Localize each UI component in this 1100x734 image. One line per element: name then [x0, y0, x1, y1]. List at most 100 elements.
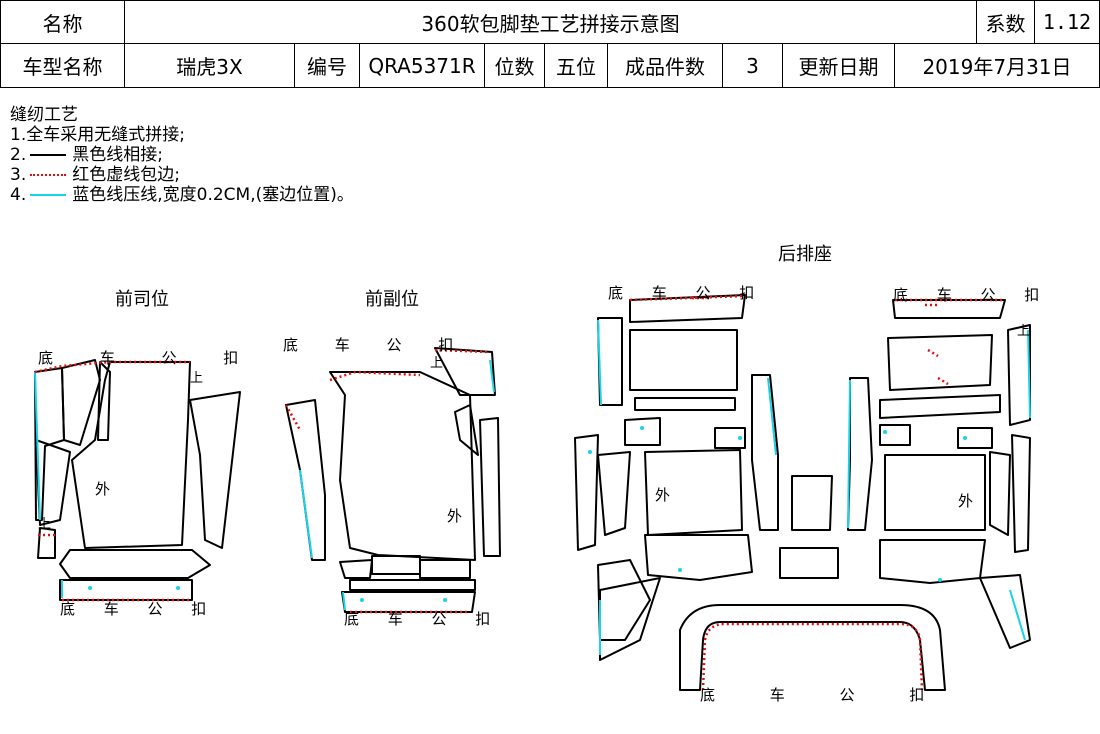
rear-right-wedge	[979, 574, 1031, 649]
header-code-label: 编号	[295, 44, 360, 88]
passenger-lower-1	[339, 559, 373, 579]
driver-title: 前司位	[115, 289, 169, 310]
header-update-label: 更新日期	[783, 44, 895, 88]
rear-blue-4	[767, 377, 777, 456]
passenger-red-top2	[434, 348, 491, 354]
rear-low-center	[779, 547, 839, 579]
header-pieces-label: 成品件数	[608, 44, 723, 88]
passenger-right-strip	[479, 417, 501, 557]
rear-blue-6	[1009, 589, 1026, 641]
rear-blue-2	[1027, 329, 1031, 419]
driver-top-buckle: 底 车 公 扣	[38, 349, 239, 367]
passenger-main-piece	[329, 371, 476, 561]
rear-right-column	[847, 377, 873, 531]
rear-red-top-left	[629, 294, 746, 302]
legend-item-2: 2. 黑色线相接;	[10, 145, 163, 165]
rear-bottom-buckle: 底 车 公 扣	[700, 686, 925, 704]
header-factor-label: 系数	[977, 0, 1035, 44]
driver-side-right	[189, 391, 241, 549]
rear-right-pad1	[879, 424, 911, 446]
rear-center-right	[884, 454, 986, 531]
driver-center-piece	[71, 361, 191, 549]
rear-right-pad2	[957, 427, 993, 449]
legend-title: 缝纫工艺	[10, 105, 78, 125]
header-model-value: 瑞虎3X	[125, 44, 295, 88]
rear-dot-6	[938, 578, 942, 582]
passenger-dot-2	[443, 598, 447, 602]
legend-item-3: 3. 红色虚线包边;	[10, 165, 180, 185]
driver-bottom-mat	[59, 579, 193, 601]
passenger-blue-2	[489, 359, 495, 393]
rear-center-strip	[791, 475, 833, 531]
rear-dot-2	[738, 436, 742, 440]
passenger-top-buckle: 底 车 公 扣	[283, 336, 454, 354]
passenger-dot-1	[360, 598, 364, 602]
header-table: 名称 360软包脚垫工艺拼接示意图 系数 1.12 车型名称 瑞虎3X 编号 Q…	[0, 0, 1100, 88]
passenger-lower-2	[371, 555, 421, 575]
passenger-pieces	[285, 347, 501, 613]
passenger-lower-3	[419, 559, 471, 579]
rear-left-pad1	[624, 417, 661, 446]
passenger-side-right	[434, 347, 496, 396]
rear-red-mark1	[927, 348, 939, 358]
driver-bottom-buckle: 底 车 公 扣	[60, 600, 207, 618]
driver-dot-2	[176, 586, 180, 590]
header-update-value: 2019年7月31日	[895, 44, 1100, 88]
rear-left-outer	[574, 434, 599, 551]
rear-low-right	[879, 539, 986, 584]
driver-bottom-left	[37, 527, 56, 559]
passenger-red-top	[329, 370, 421, 382]
black-line-swatch	[30, 154, 67, 156]
passenger-lower-4	[349, 579, 476, 591]
header-seats-value: 五位	[545, 44, 608, 88]
rear-top-buckle-left: 底 车 公 扣	[608, 284, 755, 302]
driver-up-label-2: 上	[38, 517, 52, 532]
rear-dot-5	[678, 568, 682, 572]
header-model-label: 车型名称	[0, 44, 125, 88]
header-seats-label: 位数	[485, 44, 545, 88]
rear-dot-3	[883, 430, 887, 434]
passenger-outer-label: 外	[447, 507, 463, 525]
rear-right-big	[887, 334, 993, 391]
rear-low-left	[644, 534, 753, 581]
rear-top-right-strip	[892, 299, 1006, 319]
rear-blue-1	[597, 319, 602, 406]
passenger-blue-1	[299, 469, 313, 559]
process-legend: 缝纫工艺 1. 全车采用无缝式拼接; 2. 黑色线相接; 3. 红色虚线包边; …	[10, 105, 354, 205]
header-name-label: 名称	[0, 0, 125, 44]
rear-left-mid	[634, 397, 736, 411]
rear-left-big	[629, 329, 738, 391]
driver-pieces	[34, 359, 241, 601]
rear-up-label: 上	[1017, 324, 1031, 339]
driver-blue-1	[34, 371, 41, 521]
driver-up-label: 上	[190, 371, 204, 386]
rear-blue-3	[847, 379, 851, 529]
diagram-title: 360软包脚垫工艺拼接示意图	[125, 0, 977, 44]
driver-upper-strip	[61, 359, 101, 446]
passenger-title: 前副位	[365, 289, 419, 310]
rear-red-arch	[701, 622, 924, 691]
rear-dot-4	[963, 436, 967, 440]
rear-arch	[679, 604, 946, 691]
rear-dot-7	[588, 450, 592, 454]
legend-item-1: 1. 全车采用无缝式拼接;	[10, 125, 185, 145]
driver-front-strip	[97, 361, 111, 441]
passenger-up-label: 上	[430, 356, 444, 371]
driver-dot-1	[88, 586, 92, 590]
rear-left-column	[751, 374, 779, 531]
header-pieces-value: 3	[723, 44, 783, 88]
rear-red-mark2	[937, 376, 949, 386]
driver-red-top	[34, 360, 190, 374]
driver-lower-panel	[59, 549, 211, 579]
driver-outer-label: 外	[95, 480, 111, 498]
rear-dot-1	[640, 426, 644, 430]
rear-left-side	[597, 317, 623, 406]
passenger-right-upper	[454, 404, 479, 456]
rear-left-wedge2	[599, 577, 661, 661]
blue-line-swatch	[30, 194, 67, 196]
red-dotted-swatch	[30, 174, 67, 176]
rear-right-outer2	[1011, 434, 1031, 553]
passenger-bottom-buckle: 底 车 公 扣	[344, 610, 491, 628]
rear-left-outer2	[597, 451, 631, 536]
